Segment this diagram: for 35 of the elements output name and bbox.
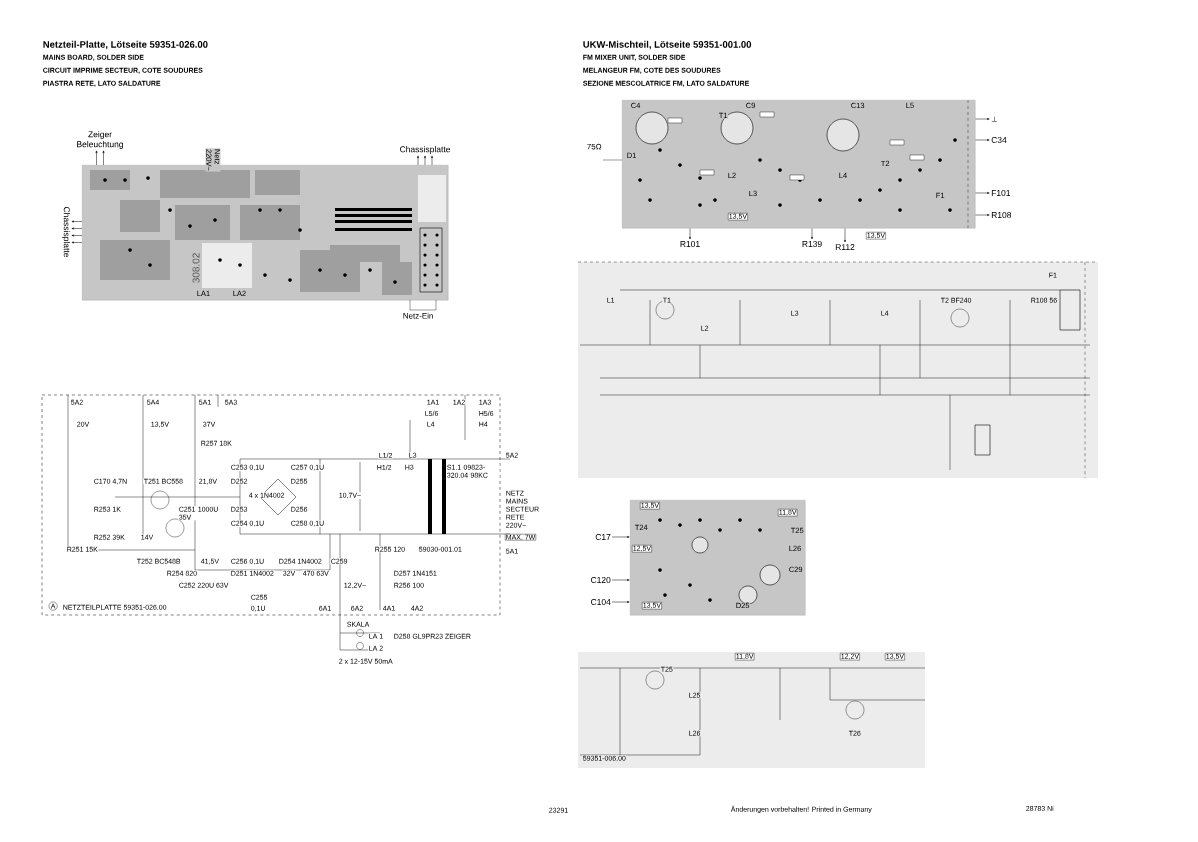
connector-label: R112 [835,244,855,250]
arrow [844,228,846,243]
arrow [424,155,426,166]
arrow [689,228,691,240]
arrow [975,139,990,141]
connector-label: C104 [591,599,611,605]
connector-label: R108 [991,212,1012,218]
connector-label: R139 [802,241,822,247]
heading: Netzteil-Platte, Lötseite 59351-026.00 [43,40,208,50]
arrow [95,150,98,166]
arrow [71,227,83,230]
arrow [611,601,630,603]
connector-label: C17 [595,534,611,540]
arrow [71,234,83,237]
arrow [71,241,83,244]
arrow [975,192,990,194]
board-number: 308.02 [191,252,201,284]
arrow [102,150,105,166]
connector-label: C120 [591,577,611,583]
connector-label: C34 [991,137,1007,143]
arrow [611,536,630,538]
circuit-board [630,500,806,616]
arrow [431,155,433,166]
heading: UKW-Mischteil, Lötseite 59351-001.00 [583,40,752,50]
connector-label: R101 [680,241,700,247]
arrow [975,118,990,120]
connector-label: Chassisplatte [62,207,70,258]
connector-label: F101 [991,190,1011,196]
arrow [975,214,990,216]
arrow [811,228,813,240]
arrow [611,579,630,581]
connector-label: Zeiger Beleuchtung [77,131,123,149]
arrow [417,155,419,166]
arrow [71,220,83,223]
connector-label: Chassisplatte [400,146,451,154]
